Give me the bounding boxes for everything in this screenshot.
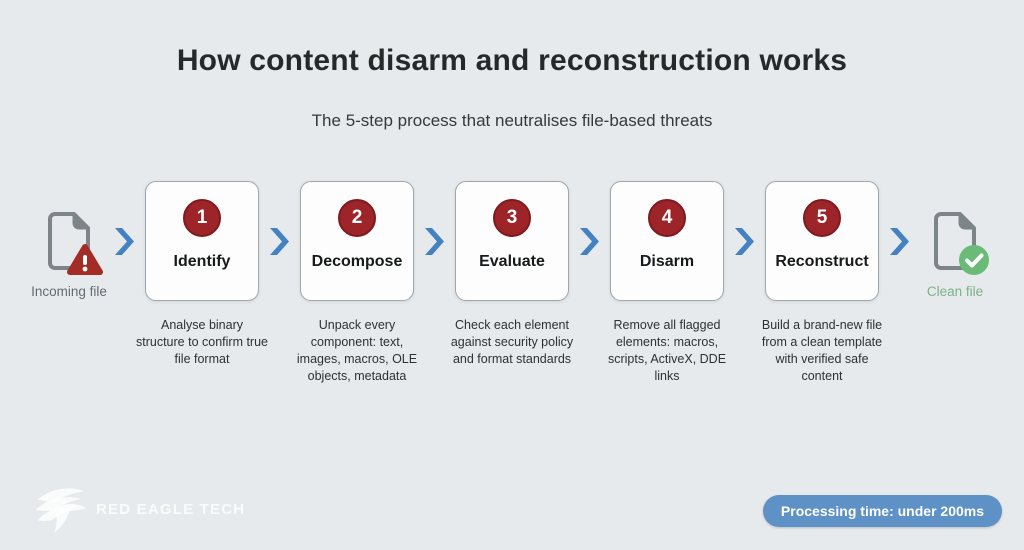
chevron-right-icon bbox=[580, 228, 599, 255]
page-subtitle: The 5-step process that neutralises file… bbox=[311, 111, 713, 130]
chevron-right-icon bbox=[270, 228, 289, 255]
document-check-icon bbox=[932, 211, 989, 275]
step-number-badge: 3 bbox=[493, 199, 531, 237]
step-reconstruct: 5 Reconstruct Build a brand-new file fro… bbox=[759, 181, 885, 385]
incoming-file-endpoint: Incoming file bbox=[28, 211, 110, 299]
chevron-right-icon bbox=[425, 228, 444, 255]
step-description: Unpack every component: text, images, ma… bbox=[296, 318, 418, 383]
step-card: 4 Disarm bbox=[610, 181, 724, 301]
step-number-badge: 1 bbox=[183, 199, 221, 237]
step-label: Reconstruct bbox=[775, 253, 869, 270]
chevron-right-icon bbox=[735, 228, 754, 255]
step-label: Decompose bbox=[311, 253, 403, 270]
step-card: 3 Evaluate bbox=[455, 181, 569, 301]
incoming-file-label: Incoming file bbox=[31, 284, 107, 299]
step-label: Identify bbox=[173, 253, 231, 270]
step-description: Check each element against security poli… bbox=[450, 318, 574, 366]
step-card: 2 Decompose bbox=[300, 181, 414, 301]
processing-time-badge: Processing time: under 200ms bbox=[762, 495, 1002, 527]
step-card: 1 Identify bbox=[145, 181, 259, 301]
step-card: 5 Reconstruct bbox=[765, 181, 879, 301]
step-label: Evaluate bbox=[479, 253, 545, 270]
step-evaluate: 3 Evaluate Check each element against se… bbox=[449, 181, 575, 368]
step-identify: 1 Identify Analyse binary structure to c… bbox=[136, 181, 268, 368]
step-number-badge: 4 bbox=[648, 199, 686, 237]
document-warning-icon bbox=[46, 211, 103, 275]
brand-logo: RED EAGLE TECH bbox=[32, 484, 245, 534]
step-decompose: 2 Decompose Unpack every component: text… bbox=[294, 181, 420, 385]
chevron-right-icon bbox=[115, 228, 134, 255]
step-description: Remove all flagged elements: macros, scr… bbox=[607, 318, 727, 383]
process-flow: Incoming file 1 Identify Analyse binary … bbox=[0, 181, 1024, 385]
page-title: How content disarm and reconstruction wo… bbox=[176, 44, 848, 77]
eagle-icon bbox=[32, 484, 92, 534]
step-label: Disarm bbox=[639, 253, 695, 270]
step-description: Build a brand-new file from a clean temp… bbox=[761, 318, 883, 383]
step-description: Analyse binary structure to confirm true… bbox=[136, 318, 268, 366]
step-disarm: 4 Disarm Remove all flagged elements: ma… bbox=[604, 181, 730, 385]
step-number-badge: 5 bbox=[803, 199, 841, 237]
clean-file-endpoint: Clean file bbox=[914, 211, 996, 299]
clean-file-label: Clean file bbox=[926, 284, 984, 299]
brand-name: RED EAGLE TECH bbox=[96, 500, 246, 518]
chevron-right-icon bbox=[890, 228, 909, 255]
step-number-badge: 2 bbox=[338, 199, 376, 237]
